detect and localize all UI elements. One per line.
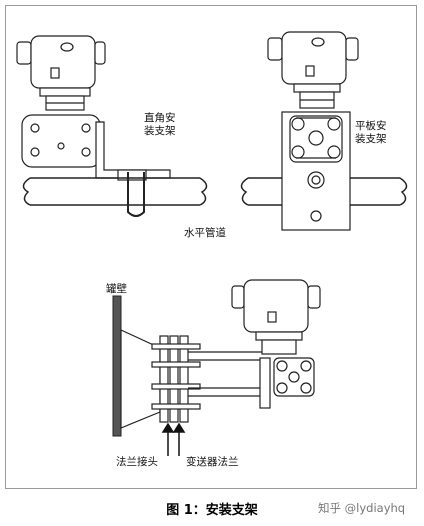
figure-caption: 图 1：安装支架: [166, 503, 258, 518]
right-angle-bracket: [21, 114, 171, 181]
flange-joint-label: 法兰接头: [116, 456, 158, 468]
transmitter-left: [16, 35, 106, 111]
bottom-flange-assembly: [120, 329, 271, 429]
pipe-left: [22, 172, 208, 217]
horizontal-pipe-label: 水平管道: [184, 227, 226, 239]
flat-plate-bracket: [281, 111, 351, 231]
tank-wall: [112, 295, 122, 437]
right-angle-bracket-label: 直角安装支架: [144, 112, 176, 137]
transmitter-right: [267, 31, 359, 109]
transmitter-bottom: [231, 279, 321, 397]
transmitter-flange-label: 变送器法兰: [186, 456, 239, 468]
figure-frame: [5, 5, 417, 489]
pipe-right: [240, 177, 408, 206]
watermark: 知乎 @lydiayhq: [318, 501, 406, 515]
flange-arrows: [161, 422, 186, 456]
tank-wall-label: 罐壁: [106, 283, 127, 295]
flat-plate-bracket-label: 平板安装支架: [355, 120, 387, 145]
